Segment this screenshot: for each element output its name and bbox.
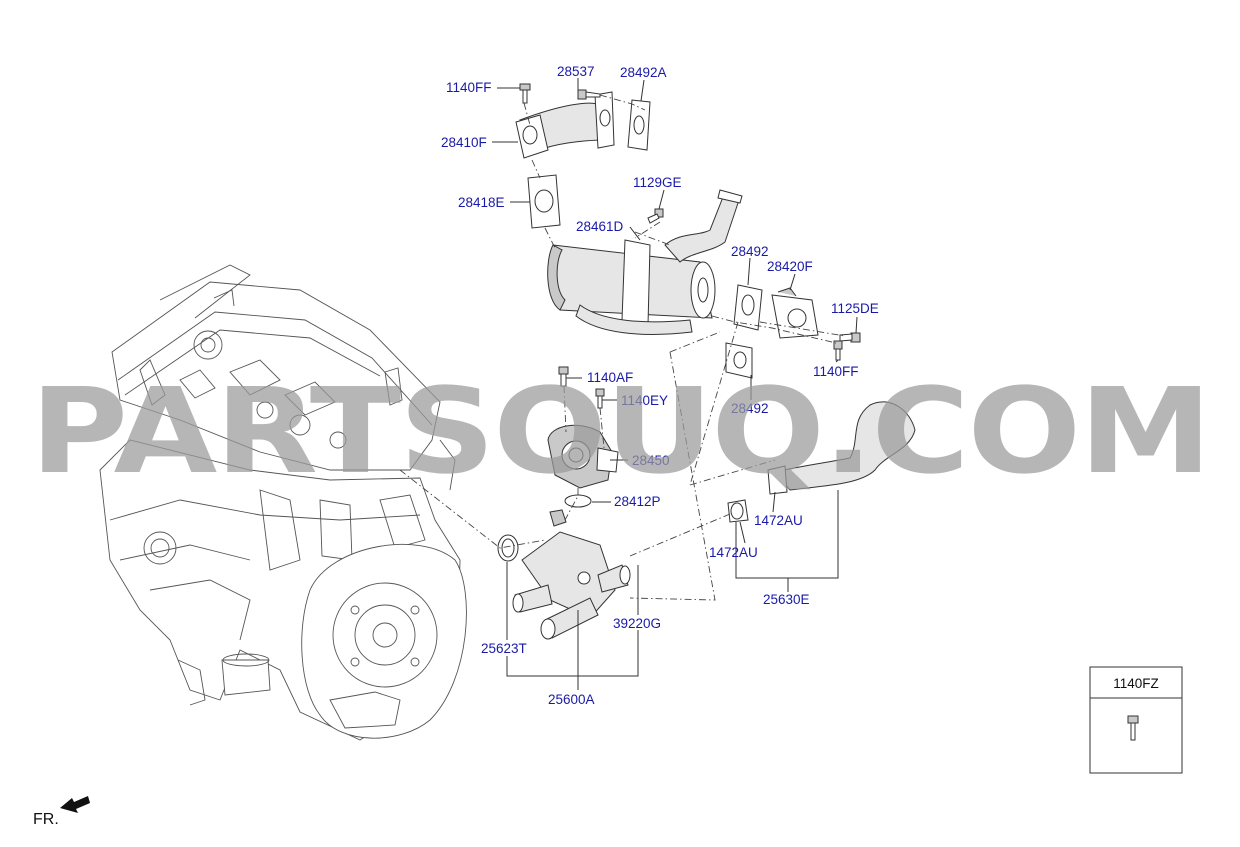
bolt-1140EY — [595, 388, 605, 409]
label-1472AU-b[interactable]: 1472AU — [709, 545, 758, 560]
egr-cooler — [547, 189, 743, 335]
label-28537[interactable]: 28537 — [557, 64, 595, 79]
bolt-1125DE — [839, 332, 861, 343]
front-arrow-icon — [60, 796, 90, 813]
label-28461D[interactable]: 28461D — [576, 219, 624, 234]
bolt-1140FZ-icon — [1127, 715, 1139, 741]
label-1129GE[interactable]: 1129GE — [633, 175, 682, 190]
gasket-28492-lower — [725, 342, 753, 379]
o-ring-25623T — [497, 534, 519, 562]
label-25630E[interactable]: 25630E — [763, 592, 810, 607]
thermostat-housing — [512, 509, 631, 640]
flange-28420F — [771, 287, 819, 339]
label-1125DE[interactable]: 1125DE — [831, 301, 879, 316]
gasket-28492-upper — [733, 284, 763, 331]
egr-pipe-upper — [515, 91, 615, 159]
label-25600A[interactable]: 25600A — [548, 692, 595, 707]
hose-25630E — [727, 401, 916, 523]
front-label: FR. — [33, 811, 59, 828]
label-39220G[interactable]: 39220G — [613, 616, 661, 631]
bolt-1140AF — [558, 366, 569, 387]
bolt-28537 — [577, 89, 601, 100]
label-1140FF-top[interactable]: 1140FF — [446, 80, 492, 95]
leader-lines — [492, 78, 858, 690]
label-28420F[interactable]: 28420F — [767, 259, 813, 274]
label-1140EY[interactable]: 1140EY — [621, 393, 668, 408]
legend-box-1140FZ: 1140FZ — [1089, 666, 1183, 774]
label-1140AF[interactable]: 1140AF — [587, 370, 633, 385]
assembly-centerlines — [399, 94, 846, 601]
label-25623T[interactable]: 25623T — [481, 641, 527, 656]
egr-valve-28450 — [547, 424, 619, 489]
gasket-28418E — [527, 174, 561, 229]
label-28492-a[interactable]: 28492 — [731, 244, 769, 259]
part-labels: 1140FF 28537 28492A 28410F 28418E 1129GE… — [441, 64, 879, 707]
label-28410F[interactable]: 28410F — [441, 135, 487, 150]
gasket-28492A — [627, 99, 651, 151]
label-1472AU-a[interactable]: 1472AU — [754, 513, 803, 528]
label-28412P[interactable]: 28412P — [614, 494, 661, 509]
bolt-1129GE — [647, 208, 664, 224]
watermark-text: PARTSOUQ.COM — [30, 362, 1210, 500]
label-28450[interactable]: 28450 — [632, 453, 670, 468]
legend-box-label: 1140FZ — [1113, 676, 1159, 691]
label-28492A[interactable]: 28492A — [620, 65, 667, 80]
bolt-1140FF-top — [519, 83, 531, 104]
engine-block-illustration — [99, 264, 467, 741]
label-28418E[interactable]: 28418E — [458, 195, 505, 210]
label-1140FF-mid[interactable]: 1140FF — [813, 364, 859, 379]
label-28492-b[interactable]: 28492 — [731, 401, 769, 416]
bolt-1140FF-mid — [833, 340, 843, 361]
front-orientation-marker: FR. — [33, 796, 90, 828]
